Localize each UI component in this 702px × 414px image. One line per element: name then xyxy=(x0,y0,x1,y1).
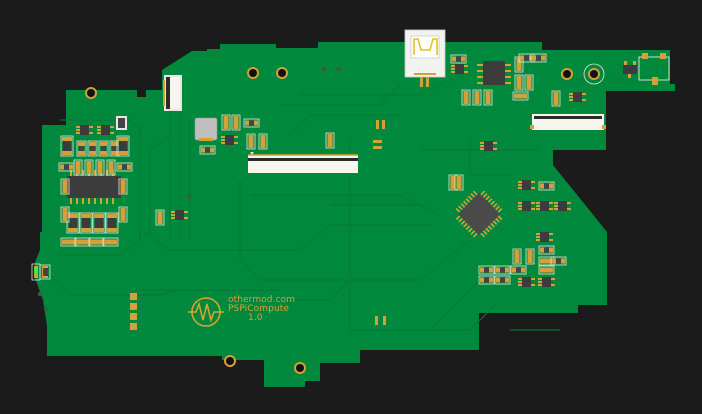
fpc-connector-small xyxy=(163,75,182,111)
usb-connector xyxy=(404,29,446,87)
inductor xyxy=(194,117,218,141)
test-pads xyxy=(130,120,386,330)
fpc-connector-display xyxy=(248,152,358,173)
resistor-circle-logo-icon xyxy=(188,297,224,327)
soic-ic-charger xyxy=(477,61,511,85)
mounting-holes xyxy=(37,63,605,374)
silkscreen-line3: 1.0 xyxy=(248,313,263,323)
status-led xyxy=(31,263,51,281)
passive-components xyxy=(58,53,586,287)
copper-traces xyxy=(49,69,661,331)
tactile-switch xyxy=(623,53,670,85)
mcu-qfp xyxy=(455,190,503,238)
fpc-connector-right xyxy=(530,114,606,130)
silkscreen-line2: PSPiCompute xyxy=(228,304,290,314)
silkscreen-line1: othermod.com xyxy=(228,295,296,305)
